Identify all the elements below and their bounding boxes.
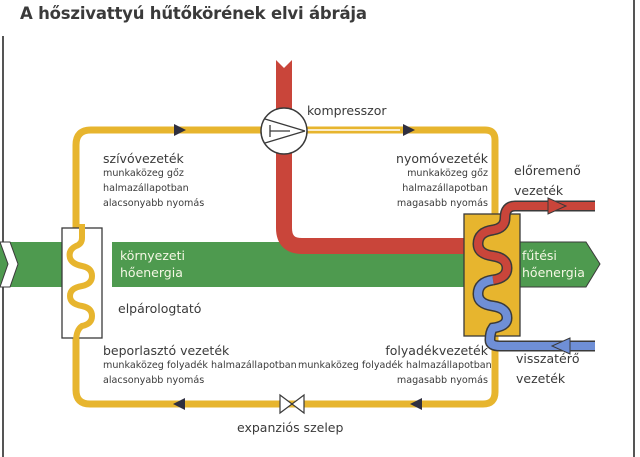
injection-line-desc-1: munkaközeg folyadék halmazállapotban [103,360,297,371]
env-heat-band-inlet [0,241,19,288]
suction-line-desc-2: halmazállapotban [103,183,189,194]
injection-line-label: beporlasztó vezeték munkaközeg folyadék … [103,343,297,388]
pressure-line-desc-2: halmazállapotban [402,183,488,194]
page-title: A hőszivattyú hűtőkörének elvi ábrája [20,4,367,23]
return-line-label-2: vezeték [516,371,566,386]
supply-line-label-1: előremenő [514,163,581,178]
env-heat-label: környezeti hőenergia [120,247,185,281]
pressure-line-desc-3: magasabb nyomás [396,198,488,209]
injection-line-desc-2: alacsonyabb nyomás [103,375,205,386]
compressor-label: kompresszor [307,103,387,118]
pressure-line-label: nyomóvezeték munkaközeg gőz halmazállapo… [378,151,488,211]
return-line-label: visszatérő vezeték [516,349,580,389]
return-flow-arrow [550,337,571,355]
heating-energy-label: fűtési hőenergia [522,247,585,281]
liquid-line-desc-2: magasabb nyomás [396,375,488,386]
expansion-valve-label: expanziós szelep [237,420,344,435]
suction-line-desc-3: alacsonyabb nyomás [103,198,205,209]
pressure-line-desc-1: munkaközeg gőz [407,168,488,179]
hot-pipe-notch [276,56,292,68]
flow-arrow-pressure [403,124,415,136]
flow-arrow-injection [173,398,185,410]
heating-energy-label-2: hőenergia [522,265,585,280]
evaporator-label: elpárologtató [118,301,202,316]
liquid-line-label: folyadékvezeték munkaközeg folyadék halm… [298,343,492,388]
heating-energy-label-1: fűtési [522,248,557,263]
env-heat-label-2: hőenergia [120,265,183,280]
return-coil [473,276,595,350]
env-heat-label-1: környezeti [120,248,185,263]
flow-arrow-suction [174,124,186,136]
hot-pipe [276,60,464,254]
evaporator-coil [66,224,96,343]
pressure-line-title: nyomóvezeték [396,151,488,166]
suction-line-title: szívóvezeték [103,151,184,166]
suction-line-desc-1: munkaközeg gőz [103,168,184,179]
supply-flow-arrow [547,197,568,215]
return-line-label-1: visszatérő [516,351,580,366]
env-heat-band-left [0,242,62,287]
supply-coil [473,202,595,284]
supply-line-label: előremenő vezeték [514,161,581,201]
suction-line-label: szívóvezeték munkaközeg gőz halmazállapo… [103,151,204,211]
expansion-valve-icon [279,393,305,415]
supply-line-label-2: vezeték [514,183,564,198]
injection-line-title: beporlasztó vezeték [103,343,230,358]
liquid-line-desc-1: munkaközeg folyadék halmazállapotban [298,360,492,371]
liquid-line-title: folyadékvezeték [385,343,488,358]
flow-arrow-liquid [410,398,422,410]
